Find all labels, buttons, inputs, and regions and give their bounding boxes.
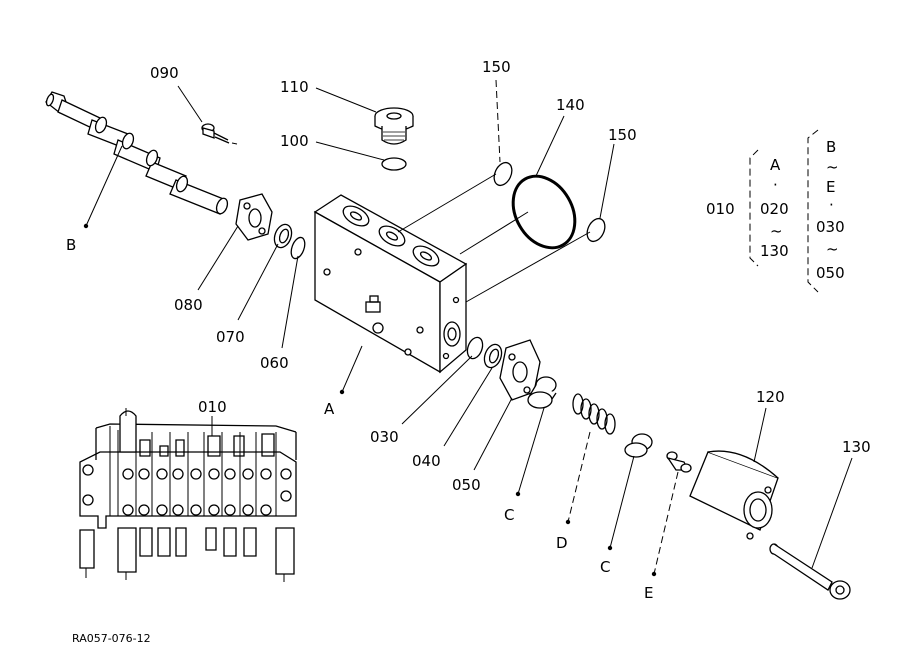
oring-150-top: [493, 161, 513, 187]
label-100: 100: [280, 132, 309, 150]
assembly-overview: [79, 408, 297, 582]
legend-right-2: E: [826, 178, 835, 196]
part-labels: 090 110 100 150 140 150 080 070 060 030 …: [66, 58, 871, 602]
oring-100: [381, 157, 407, 171]
legend-brackets: [749, 129, 819, 293]
spring-d: [572, 393, 616, 435]
oring-060: [290, 236, 306, 260]
oring-040: [483, 343, 503, 369]
label-ref-c2: C: [600, 558, 610, 576]
screw-090: [201, 123, 238, 145]
legend: 010 A · 020 ~ 130 B ~ E · 030 ~ 050: [706, 138, 845, 282]
label-090: 090: [150, 64, 179, 82]
legend-right-1: ~: [826, 158, 839, 176]
label-060: 060: [260, 354, 289, 372]
oring-140: [511, 174, 577, 250]
leader-lines: [83, 79, 853, 577]
label-ref-a: A: [324, 400, 335, 418]
oring-150-right: [586, 217, 606, 243]
legend-left-3: ~: [770, 222, 783, 240]
label-040: 040: [412, 452, 441, 470]
legend-left-4: 130: [760, 242, 789, 260]
label-ref-c1: C: [504, 506, 514, 524]
label-070: 070: [216, 328, 245, 346]
oring-030: [466, 336, 484, 360]
legend-right-5: ~: [826, 240, 839, 258]
valve-body: [313, 194, 468, 374]
cap-110: [374, 107, 414, 145]
sleeve-c: [527, 376, 557, 409]
legend-left-2: 020: [760, 200, 789, 218]
legend-right-6: 050: [816, 264, 845, 282]
spool-part: [45, 91, 229, 215]
label-110: 110: [280, 78, 309, 96]
label-030: 030: [370, 428, 399, 446]
oring-070: [273, 223, 293, 249]
bolt-130: [769, 543, 851, 600]
label-120: 120: [756, 388, 785, 406]
flange-080: [235, 193, 273, 241]
label-050: 050: [452, 476, 481, 494]
label-140: 140: [556, 96, 585, 114]
drawing-reference: RA057-076-12: [72, 632, 151, 645]
label-ref-b: B: [66, 236, 76, 254]
legend-left-1: ·: [773, 176, 778, 194]
legend-right-4: 030: [816, 218, 845, 236]
label-080: 080: [174, 296, 203, 314]
cap-120: [689, 450, 779, 540]
label-150-top: 150: [482, 58, 511, 76]
bolt-e: [666, 451, 692, 473]
legend-code: 010: [706, 200, 735, 218]
label-130: 130: [842, 438, 871, 456]
legend-left-0: A: [770, 156, 781, 174]
legend-right-0: B: [826, 138, 836, 156]
label-150-right: 150: [608, 126, 637, 144]
label-ref-e: E: [644, 584, 653, 602]
legend-right-3: ·: [829, 196, 834, 214]
label-010: 010: [198, 398, 227, 416]
label-ref-d: D: [556, 534, 568, 552]
washer-c: [624, 433, 653, 458]
